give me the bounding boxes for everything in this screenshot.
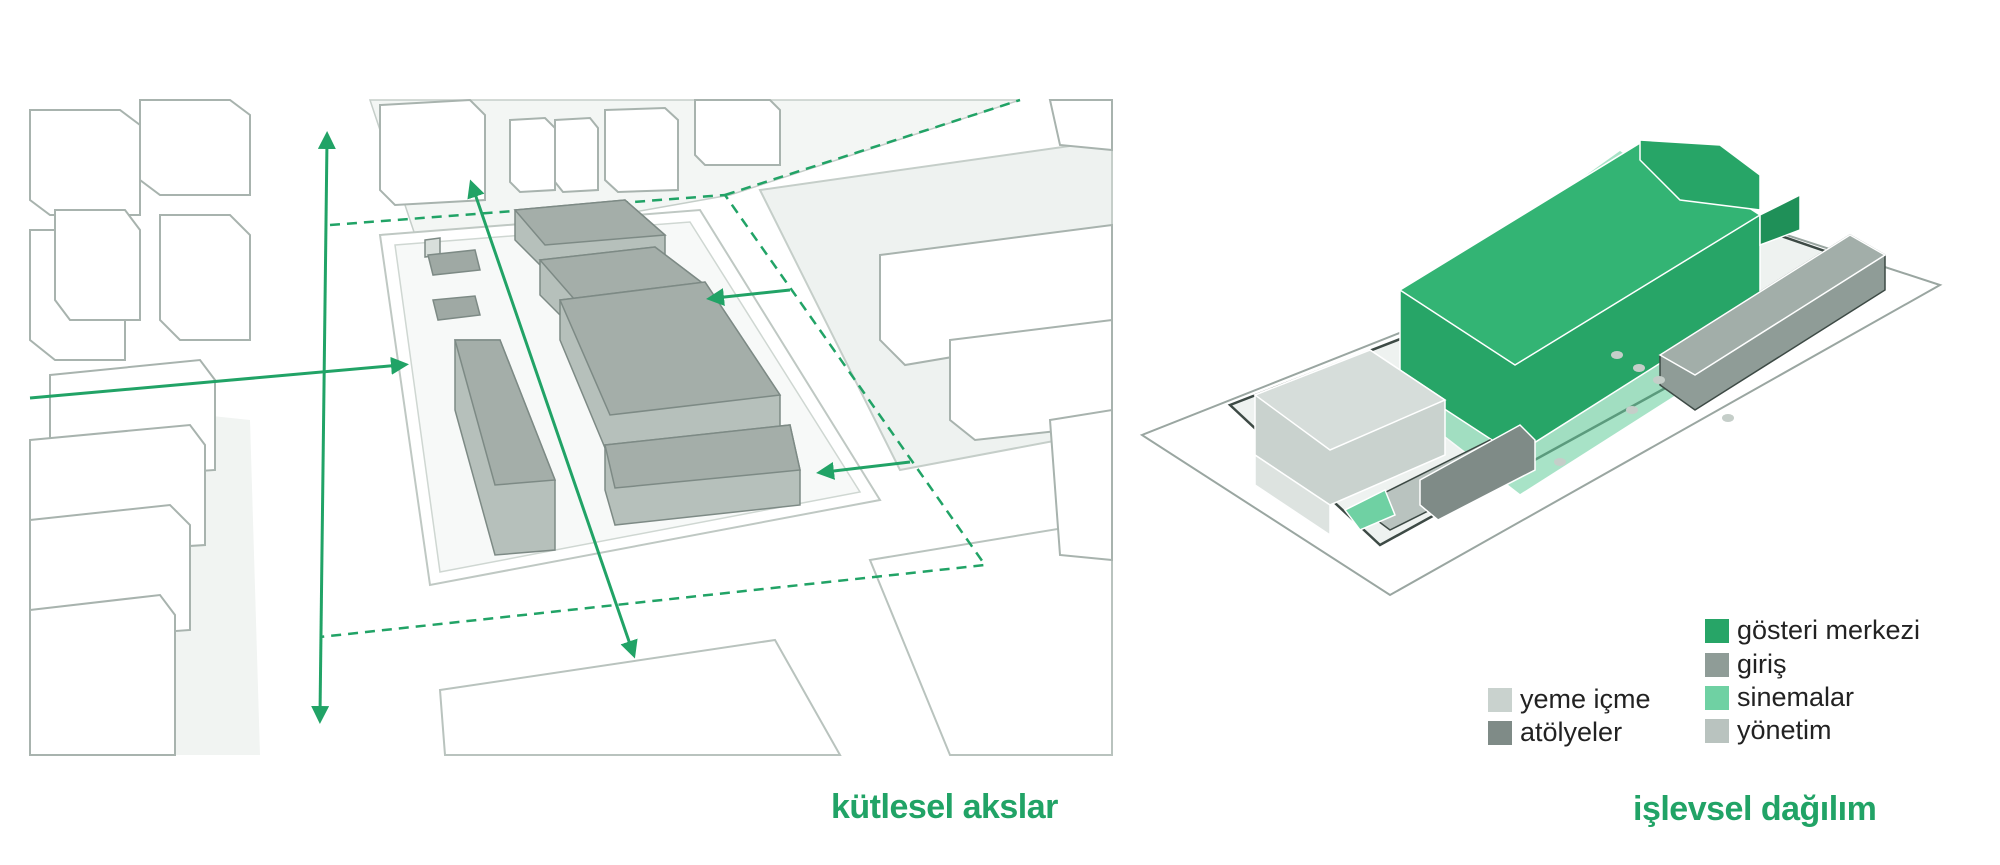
west-entry-arrow <box>29 356 409 400</box>
legend-swatch <box>1705 685 1729 710</box>
caption-massing-axes: kütlesel akslar <box>831 788 1058 826</box>
legend-item-show-center: gösteri merkezi <box>1705 617 1920 644</box>
vertical-axis-arrow <box>311 131 336 724</box>
legend-item-food-drink: yeme içme <box>1488 686 1651 713</box>
functional-distribution-diagram <box>1120 0 2000 620</box>
functional-distribution-drawing <box>1139 139 1943 597</box>
east-entry-arrow-bottom <box>816 460 911 480</box>
workshops-mass <box>1419 424 1536 521</box>
massing-axes-drawing <box>29 98 1113 756</box>
legend-label: gösteri merkezi <box>1737 615 1921 645</box>
legend-swatch <box>1488 720 1512 745</box>
diagonal-axis-arrow <box>467 179 638 659</box>
legend-swatch <box>1705 652 1729 677</box>
plaza-trees <box>1554 351 1734 466</box>
legend-item-cinemas: sinemalar <box>1705 684 1854 711</box>
legend-label: giriş <box>1737 649 1787 679</box>
caption-functional-distribution: işlevsel dağılım <box>1633 790 1877 828</box>
site-boundary-dashed <box>319 98 1021 639</box>
legend-label: yönetim <box>1737 715 1832 745</box>
cinemas-small-mass <box>1343 488 1396 531</box>
legend-item-entrance: giriş <box>1705 651 1787 678</box>
legend-item-workshops: atölyeler <box>1488 719 1622 746</box>
legend-swatch <box>1705 618 1729 643</box>
legend-swatch <box>1705 718 1729 743</box>
context-buildings <box>29 98 1113 756</box>
legend-swatch <box>1488 687 1512 712</box>
legend-label: atölyeler <box>1520 717 1623 747</box>
axis-arrows <box>29 131 911 724</box>
legend-item-administration: yönetim <box>1705 717 1832 744</box>
legend-label: yeme içme <box>1520 684 1651 714</box>
east-entry-arrow-top <box>706 288 791 306</box>
massing-axes-diagram <box>0 0 1120 760</box>
function-masses <box>1253 139 1887 537</box>
legend-label: sinemalar <box>1737 682 1855 712</box>
